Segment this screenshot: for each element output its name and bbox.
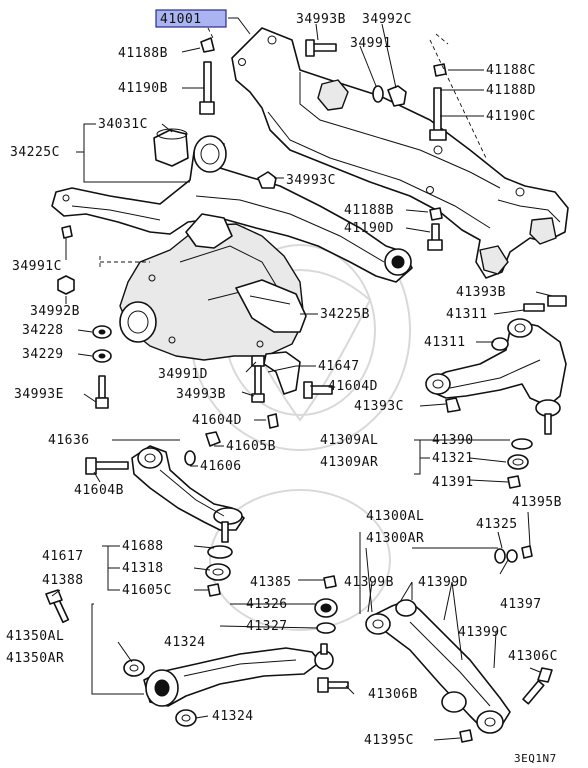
label-41318[interactable]: 41318 xyxy=(122,561,164,576)
label-41395C[interactable]: 41395C xyxy=(364,733,414,748)
label-41388[interactable]: 41388 xyxy=(42,573,84,588)
upper-arm-41309 xyxy=(425,295,567,489)
label-34225B[interactable]: 34225B xyxy=(320,307,370,322)
label-41390[interactable]: 41390 xyxy=(432,433,474,448)
label-34992B[interactable]: 34992B xyxy=(30,304,80,319)
label-34993E[interactable]: 34993E xyxy=(14,387,64,402)
label-41399D[interactable]: 41399D xyxy=(418,575,468,590)
label-34993B[interactable]: 34993B xyxy=(296,12,346,27)
label-41306C[interactable]: 41306C xyxy=(508,649,558,664)
label-41311-b[interactable]: 41311 xyxy=(424,335,466,350)
bushing-34031C xyxy=(153,128,189,167)
label-41188B-2[interactable]: 41188B xyxy=(344,203,394,218)
label-34992C[interactable]: 34992C xyxy=(362,12,412,27)
label-41188D[interactable]: 41188D xyxy=(486,83,536,98)
lower-arm-41350 xyxy=(45,575,349,727)
label-34229[interactable]: 34229 xyxy=(22,347,64,362)
label-34993B-2[interactable]: 34993B xyxy=(176,387,226,402)
label-41188C[interactable]: 41188C xyxy=(486,63,536,78)
label-41350AR[interactable]: 41350AR xyxy=(6,651,64,666)
label-41393B[interactable]: 41393B xyxy=(456,285,506,300)
label-34991C[interactable]: 34991C xyxy=(12,259,62,274)
leader-lines xyxy=(51,17,553,741)
label-41399C[interactable]: 41399C xyxy=(458,625,508,640)
label-41605C[interactable]: 41605C xyxy=(122,583,172,598)
label-41309AR[interactable]: 41309AR xyxy=(320,455,378,470)
label-41606[interactable]: 41606 xyxy=(200,459,242,474)
label-41350AL[interactable]: 41350AL xyxy=(6,629,64,644)
label-41001[interactable]: 41001 xyxy=(160,12,202,27)
label-34031C[interactable]: 34031C xyxy=(98,117,148,132)
label-41188B[interactable]: 41188B xyxy=(118,46,168,61)
part-labels: 41001 34993B 34992C 41188B 34991 41188C … xyxy=(6,9,562,765)
bracket-34225B xyxy=(235,279,307,333)
label-41604D[interactable]: 41604D xyxy=(328,379,378,394)
label-41309AL[interactable]: 41309AL xyxy=(320,433,378,448)
label-34228[interactable]: 34228 xyxy=(22,323,64,338)
crossmember-41001 xyxy=(231,27,569,279)
label-41605B[interactable]: 41605B xyxy=(226,439,276,454)
label-41306B[interactable]: 41306B xyxy=(368,687,418,702)
label-41647[interactable]: 41647 xyxy=(318,359,360,374)
link-41300 xyxy=(365,545,553,743)
label-41326[interactable]: 41326 xyxy=(246,597,288,612)
label-41300AL[interactable]: 41300AL xyxy=(366,509,424,524)
label-41397[interactable]: 41397 xyxy=(500,597,542,612)
label-41391[interactable]: 41391 xyxy=(432,475,474,490)
label-41324-a[interactable]: 41324 xyxy=(164,635,206,650)
label-41300AR[interactable]: 41300AR xyxy=(366,531,424,546)
differential-housing xyxy=(99,213,305,361)
label-41393C[interactable]: 41393C xyxy=(354,399,404,414)
label-41327[interactable]: 41327 xyxy=(246,619,288,634)
label-41321[interactable]: 41321 xyxy=(432,451,474,466)
label-41604B[interactable]: 41604B xyxy=(74,483,124,498)
small-hardware xyxy=(57,37,447,466)
diff-support-member-34225C xyxy=(51,135,413,283)
label-41190C[interactable]: 41190C xyxy=(486,109,536,124)
label-41325[interactable]: 41325 xyxy=(476,517,518,532)
label-34225C[interactable]: 34225C xyxy=(10,145,60,160)
label-41324-b[interactable]: 41324 xyxy=(212,709,254,724)
label-41385[interactable]: 41385 xyxy=(250,575,292,590)
label-41190D[interactable]: 41190D xyxy=(344,221,394,236)
label-41395B[interactable]: 41395B xyxy=(512,495,562,510)
highlight-41001 xyxy=(155,9,227,28)
label-41688[interactable]: 41688 xyxy=(122,539,164,554)
label-3EQ1N7: 3EQ1N7 xyxy=(514,752,557,765)
label-41604D-2[interactable]: 41604D xyxy=(192,413,242,428)
label-41617[interactable]: 41617 xyxy=(42,549,84,564)
label-34993C[interactable]: 34993C xyxy=(286,173,336,188)
label-34991D[interactable]: 34991D xyxy=(158,367,208,382)
arm-41617 xyxy=(85,445,245,597)
label-34991[interactable]: 34991 xyxy=(350,36,392,51)
label-41190B[interactable]: 41190B xyxy=(118,81,168,96)
bracket-41647 xyxy=(263,351,301,395)
label-41311-a[interactable]: 41311 xyxy=(446,307,488,322)
label-41399B[interactable]: 41399B xyxy=(344,575,394,590)
label-41636[interactable]: 41636 xyxy=(48,433,90,448)
